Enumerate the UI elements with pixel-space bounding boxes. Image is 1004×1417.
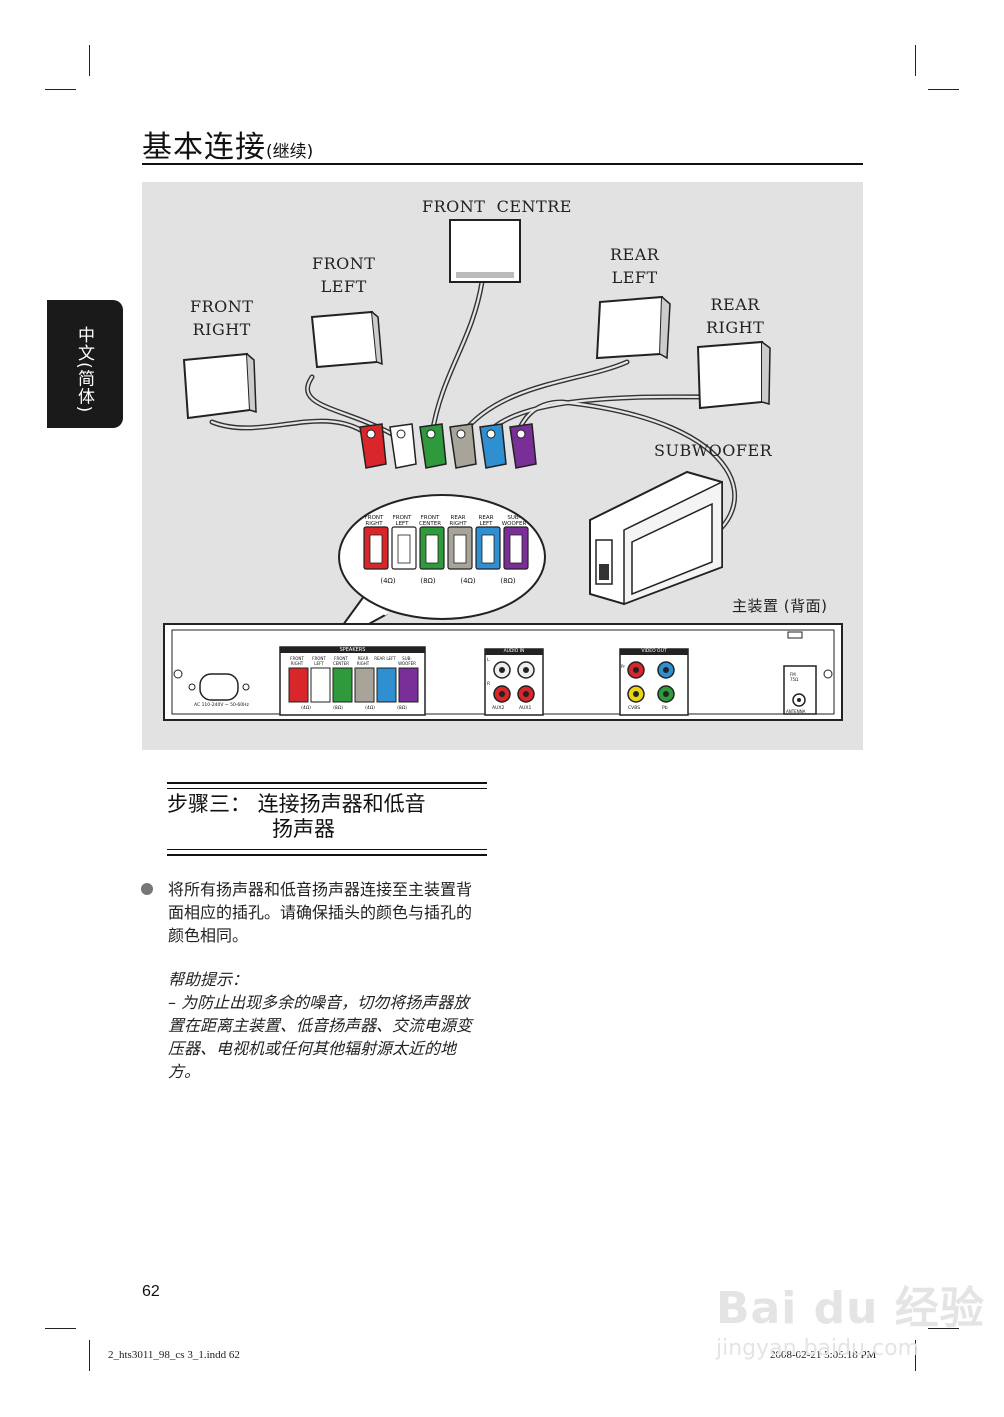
crop-mark — [45, 1328, 76, 1329]
panel-label: REAR RIGHT — [356, 656, 370, 666]
impedance-label: (4Ω) — [365, 706, 375, 711]
panel-pr-label: Pr — [621, 664, 625, 669]
crop-mark — [45, 89, 76, 90]
subwoofer-unit — [589, 470, 723, 606]
step-heading: 步骤三： 连接扬声器和低音 扬声器 — [167, 792, 426, 842]
page-title: 基本连接(继续) — [142, 130, 314, 165]
label-front-centre: FRONT CENTRE — [422, 197, 572, 216]
diagram-svg — [163, 219, 843, 721]
bullet-dot — [141, 883, 153, 895]
label-main-unit: 主装置 (背面) — [732, 597, 828, 615]
rear-left-speaker — [595, 295, 671, 360]
label-subwoofer: SUBWOOFER — [654, 441, 773, 460]
main-unit-rear-panel — [163, 623, 843, 721]
callout-label: REAR RIGHT — [449, 515, 467, 527]
front-centre-speaker — [449, 219, 521, 283]
rear-right-speaker — [696, 340, 771, 410]
impedance-label: (4Ω) — [301, 706, 311, 711]
panel-cvbs-label: CVBS — [628, 706, 641, 711]
label-front-left: FRONT LEFT — [312, 254, 376, 296]
panel-label: FRONT RIGHT — [290, 656, 304, 666]
panel-audio-in-title: AUDIO IN — [503, 649, 525, 654]
callout-label: FRONT CENTER — [418, 515, 442, 527]
plug-rear-left — [479, 423, 507, 469]
page-title-suffix: (继续) — [266, 142, 314, 162]
callout-label: SUB-WOOFER — [501, 515, 527, 527]
panel-aux1-label: AUX1 — [519, 706, 532, 711]
callout-label: REAR LEFT — [478, 515, 494, 527]
callout-label: FRONT LEFT — [392, 515, 412, 527]
crop-mark — [89, 45, 90, 76]
panel-speakers-title: SPEAKERS — [339, 647, 366, 653]
callout-channel-labels: FRONT RIGHT FRONT LEFT FRONT CENTER REAR… — [360, 515, 536, 527]
panel-fm-label: FM 75Ω — [790, 672, 799, 682]
panel-audio-r: R — [487, 682, 491, 687]
panel-antenna-label: ANTENNA — [786, 709, 806, 714]
crop-mark — [928, 89, 959, 90]
plug-front-center — [419, 423, 447, 469]
crop-mark — [928, 1328, 959, 1329]
connection-diagram: FRONT CENTRE FRONT LEFT FRONT RIGHT REAR… — [142, 182, 863, 750]
language-tab: 中文(简体) — [47, 300, 123, 428]
panel-audio-l: L — [487, 658, 490, 663]
title-rule — [142, 163, 863, 165]
panel-label: REAR LEFT — [374, 656, 396, 661]
label-front-right: FRONT RIGHT — [190, 297, 254, 339]
panel-pb-label: Pb — [662, 706, 668, 711]
crop-mark — [915, 1340, 916, 1371]
label-rear-right: REAR RIGHT — [706, 295, 765, 337]
plug-front-left — [389, 423, 417, 469]
baidu-watermark-url: jingyan.baidu.com — [716, 1336, 920, 1361]
plug-front-right — [359, 423, 387, 469]
step-heading-line1: 步骤三： 连接扬声器和低音 — [167, 792, 426, 816]
panel-channel-labels: FRONT RIGHT FRONT LEFT FRONT CENTER REAR… — [286, 656, 424, 666]
language-tab-label: 中文(简体) — [74, 326, 94, 414]
panel-label: FRONT CENTER — [332, 656, 350, 666]
speaker-jack-callout — [326, 494, 546, 648]
front-right-speaker — [182, 352, 257, 420]
label-rear-left: REAR LEFT — [610, 245, 660, 287]
baidu-watermark: Bai du 经验 — [716, 1283, 985, 1334]
instruction-text: 将所有扬声器和低音扬声器连接至主装置背面相应的插孔。请确保插头的颜色与插孔的颜色… — [168, 880, 473, 945]
panel-impedance-labels: (4Ω) (8Ω) (4Ω) (8Ω) — [290, 706, 418, 711]
plug-subwoofer — [509, 423, 537, 469]
footer-timestamp: 2008-02-21 5:05:18 PM — [770, 1349, 877, 1361]
impedance-label: (4Ω) — [460, 577, 476, 585]
impedance-label: (8Ω) — [500, 577, 516, 585]
callout-label: FRONT RIGHT — [364, 515, 384, 527]
step-rule-bottom — [167, 849, 487, 856]
impedance-label: (8Ω) — [420, 577, 436, 585]
panel-aux2-label: AUX2 — [492, 706, 505, 711]
tips-text: – 为防止出现多余的噪音，切勿将扬声器放置在距离主装置、低音扬声器、交流电源变压… — [168, 993, 473, 1081]
page-number: 62 — [142, 1283, 160, 1300]
panel-label: FRONT LEFT — [312, 656, 326, 666]
crop-mark — [89, 1340, 90, 1371]
front-left-speaker — [310, 310, 383, 369]
impedance-label: (4Ω) — [380, 577, 396, 585]
speaker-plugs — [359, 423, 537, 469]
step-heading-line2: 扬声器 — [272, 817, 335, 841]
panel-ac-label: AC 110-240V ~ 50-60Hz — [194, 703, 249, 708]
step-rule-top — [167, 782, 487, 789]
impedance-label: (8Ω) — [397, 706, 407, 711]
tips-block: 帮助提示： – 为防止出现多余的噪音，切勿将扬声器放置在距离主装置、低音扬声器、… — [168, 968, 478, 1083]
plug-rear-right — [449, 423, 477, 469]
impedance-label: (8Ω) — [333, 706, 343, 711]
footer-file-info: 2_hts3011_98_cs 3_1.indd 62 — [108, 1349, 240, 1361]
callout-impedance-labels: (4Ω) (8Ω) (4Ω) (8Ω) — [368, 577, 528, 585]
tips-heading: 帮助提示： — [168, 970, 249, 989]
crop-mark — [915, 45, 916, 76]
panel-video-out-title: VIDEO OUT — [641, 649, 667, 654]
panel-label: SUB-WOOFER — [398, 656, 416, 666]
